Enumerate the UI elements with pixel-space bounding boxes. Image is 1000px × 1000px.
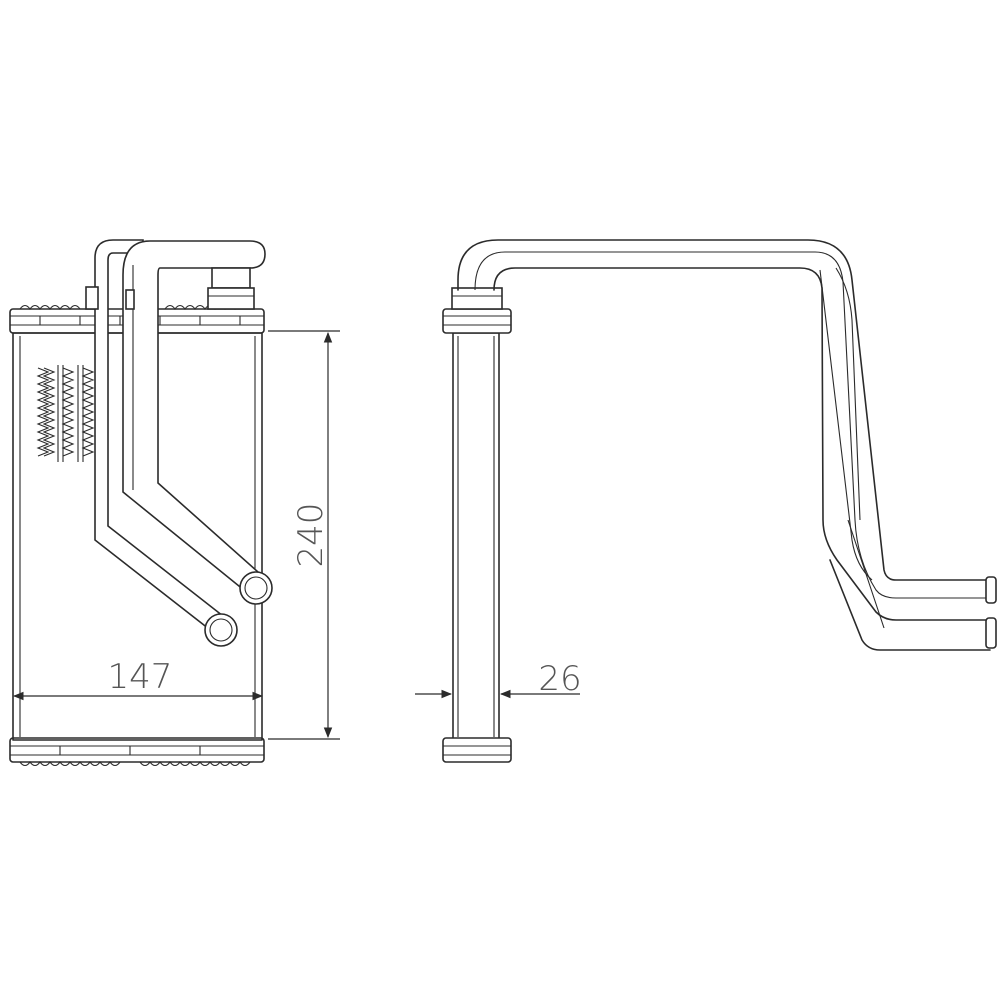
dimension-height-label: 240 [291,503,331,568]
side-top-tank [442,287,512,334]
pipe-connectors [85,267,255,310]
pipe-outlet [94,239,238,647]
side-view: 26 [415,239,997,763]
side-pipes [457,239,991,651]
core-side [452,332,500,741]
front-view: 147 240 [9,239,340,767]
side-pipe-ends [985,576,997,649]
fin-pattern [36,365,95,462]
dimension-width: 147 [12,657,264,701]
dimension-width-label: 147 [108,657,173,697]
bottom-tank [9,737,265,767]
dimension-height: 240 [268,330,340,740]
dimension-depth: 26 [415,659,582,699]
side-bottom-tank [442,737,512,763]
dimension-depth-label: 26 [538,659,581,699]
